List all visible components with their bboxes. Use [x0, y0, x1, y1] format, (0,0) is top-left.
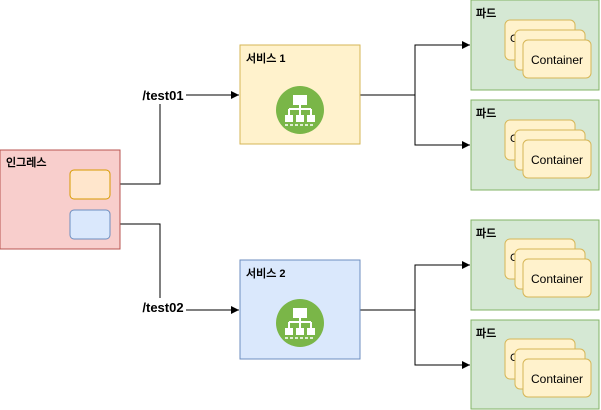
pod-1-node[interactable]: 파드 C Container [470, 0, 600, 91]
pod-4-node[interactable]: 파드 C Container [470, 319, 600, 410]
edge-service2-pod3 [360, 261, 470, 311]
edge-service1-pod1 [360, 41, 470, 96]
ingress-rule-test01[interactable] [69, 169, 111, 200]
pod-2-label: 파드 [476, 106, 496, 120]
edge-ingress-service1 [110, 91, 239, 185]
load-balancer-icon [276, 299, 324, 347]
route-label-test01: /test01 [142, 88, 183, 103]
service-1-label: 서비스 1 [246, 51, 286, 65]
container-back-label: C [510, 33, 518, 45]
container-label: Container [531, 272, 583, 286]
service-1-node[interactable]: 서비스 1 [239, 44, 361, 145]
edge-service1-pod2 [414, 95, 470, 149]
container-back-label: C [510, 133, 518, 145]
container-back-label: C [510, 352, 518, 364]
pod-3-label: 파드 [476, 226, 496, 240]
pod-4-label: 파드 [476, 326, 496, 340]
container-label: Container [531, 53, 583, 67]
ingress-rule-test02[interactable] [69, 209, 111, 240]
container-front[interactable] [522, 258, 592, 298]
container-back-label: C [510, 252, 518, 264]
ingress-node[interactable]: 인그레스 [0, 149, 121, 250]
container-front[interactable] [522, 358, 592, 398]
route-label-bg [138, 298, 186, 316]
edge-ingress-service2 [110, 223, 239, 314]
ingress-label: 인그레스 [6, 155, 46, 169]
route-label-test02: /test02 [142, 300, 183, 315]
container-label: Container [531, 153, 583, 167]
connectors [110, 41, 470, 369]
edge-service2-pod4 [414, 310, 470, 369]
pod-2-node[interactable]: 파드 C Container [470, 99, 600, 191]
pod-1-label: 파드 [476, 6, 496, 20]
container-label: Container [531, 372, 583, 386]
service-2-label: 서비스 2 [246, 266, 286, 280]
load-balancer-icon [276, 86, 324, 134]
service-2-node[interactable]: 서비스 2 [239, 259, 361, 360]
container-front[interactable] [522, 139, 592, 179]
container-front[interactable] [522, 39, 592, 79]
route-label-bg [138, 86, 186, 104]
pod-3-node[interactable]: 파드 C Container [470, 219, 600, 311]
